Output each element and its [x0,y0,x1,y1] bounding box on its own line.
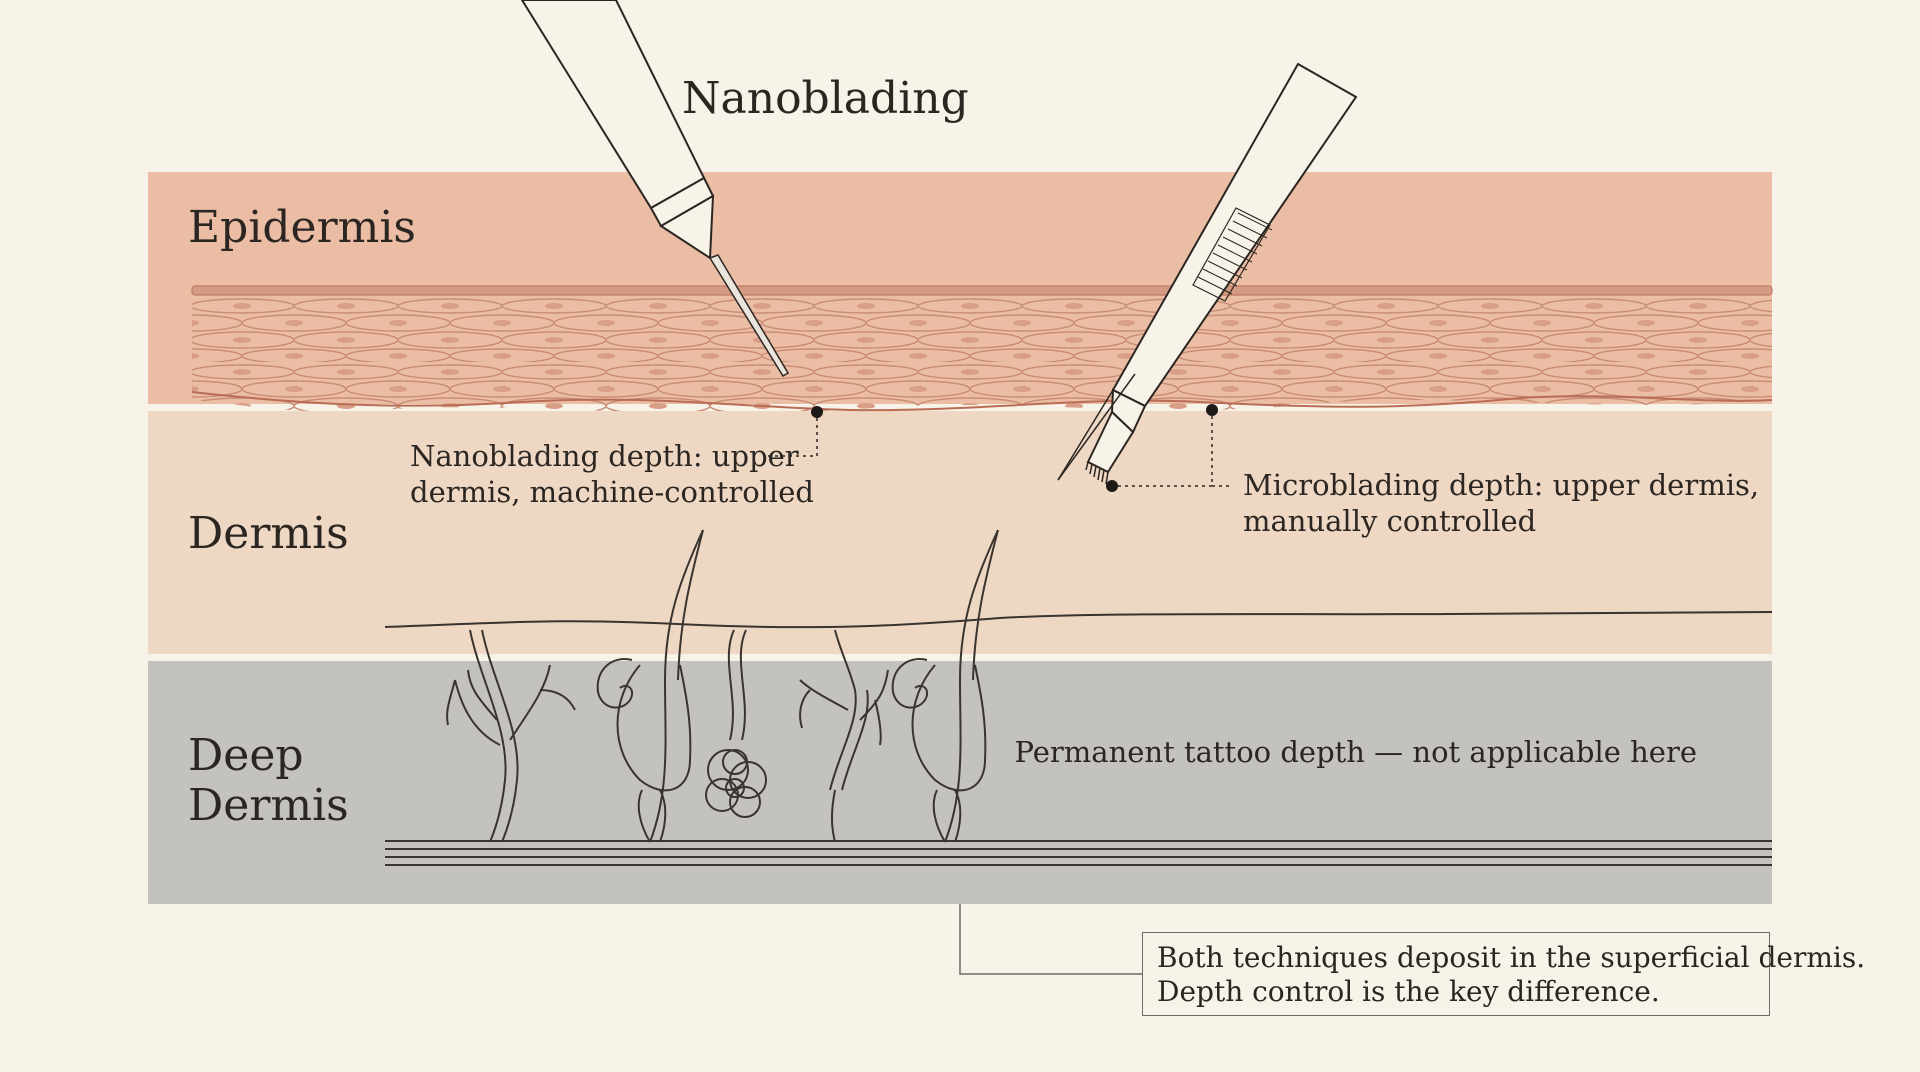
microblading-pen-icon [1057,62,1358,485]
epidermis-label: Epidermis [188,202,416,253]
micro-callout-line1: Microblading depth: upper dermis, [1243,468,1759,502]
basement-membrane [191,391,1773,412]
tattoo-depth-note: Permanent tattoo depth — not applicable … [1015,735,1697,769]
nano-depth-marker [811,406,823,418]
diagram-title: Nanoblading [682,73,969,124]
nano-leader-line [765,418,818,457]
micro-depth-marker [1206,404,1218,416]
hair-follicle-2 [891,529,999,843]
pen-guide-line [1057,373,1136,481]
micro-callout-line2: manually controlled [1243,504,1536,538]
summary-box: Both techniques deposit in the superfici… [1142,932,1866,1016]
nano-callout-line1: Nanoblading depth: upper [410,439,799,473]
deep-dermis-label-2: Dermis [188,780,349,831]
summary-line2: Depth control is the key difference. [1157,975,1660,1008]
nano-callout-line2: dermis, machine-controlled [410,475,814,509]
micro-tip-marker [1106,480,1118,492]
capillary-middle [799,629,889,843]
nanoblading-needle-icon [520,0,790,378]
dermis-label: Dermis [188,508,349,559]
dermis-boundary-line [384,611,1773,629]
epidermis-cells [192,296,1772,411]
hair-follicle-1 [596,529,704,843]
sweat-gland [705,629,767,818]
summary-connector [959,904,1142,975]
stratum-corneum [191,285,1773,296]
summary-line1: Both techniques deposit in the superfici… [1157,941,1866,974]
deep-dermis-label-1: Deep [188,730,304,781]
capillary-left [446,629,576,843]
